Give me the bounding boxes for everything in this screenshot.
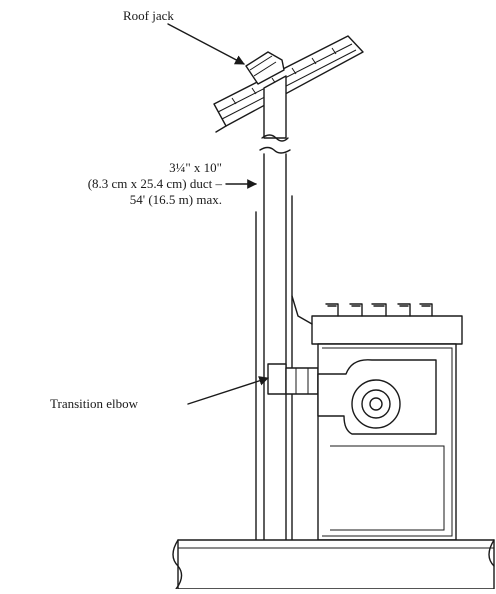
floor-slab (172, 539, 495, 590)
roof-jack-leader (167, 23, 245, 65)
appliance (291, 295, 463, 541)
transition-elbow-label: Transition elbow (50, 396, 138, 411)
elbow-leader (187, 376, 269, 405)
roof-deck (213, 35, 364, 133)
roof-jack (245, 51, 289, 142)
roof-jack-label: Roof jack (123, 8, 174, 23)
transition-elbow (267, 363, 319, 395)
duct-label-line2: (8.3 cm x 25.4 cm) duct – (87, 176, 222, 191)
duct-label-line1: 3¼" x 10" (169, 160, 222, 175)
duct (255, 146, 293, 541)
duct-label-line3: 54' (16.5 m) max. (129, 192, 222, 207)
